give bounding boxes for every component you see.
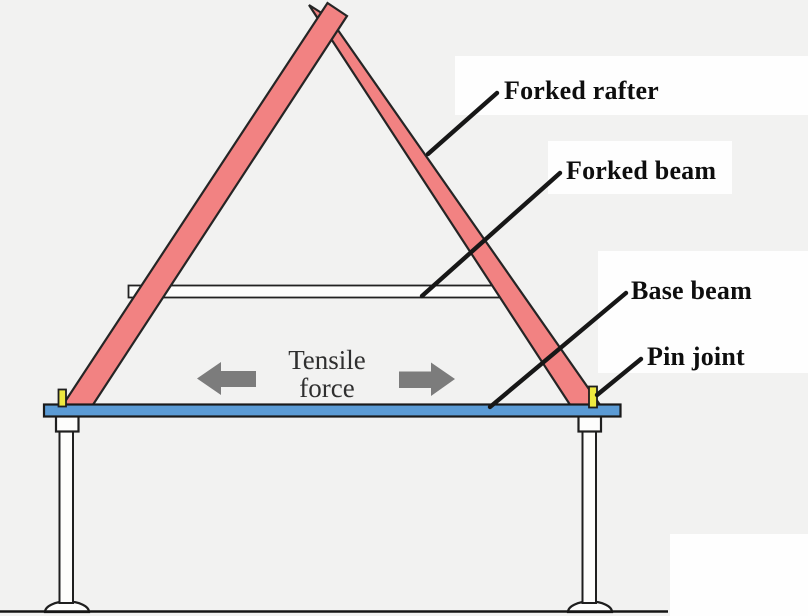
forked-rafter-leader-line: [425, 90, 500, 157]
forked-rafter-label: Forked rafter: [504, 76, 659, 105]
right-arrow-icon: [399, 362, 455, 396]
label-backdrop: [455, 56, 808, 115]
base-beam-member: [42, 403, 622, 418]
base-beam-leader-line: [487, 290, 629, 410]
right-post-cap: [577, 414, 603, 433]
right-post: [581, 430, 597, 604]
left-post-cap: [54, 414, 80, 433]
left-post: [58, 430, 74, 604]
right-pin-joint: [588, 385, 598, 409]
forked-beam-member: [127, 284, 504, 299]
base-beam-label: Base beam: [631, 276, 752, 305]
forked-beam-leader-line: [419, 170, 563, 299]
tensile-force-line1: Tensile: [288, 345, 366, 375]
label-backdrop: [670, 534, 808, 616]
left-arrow-icon: [197, 362, 256, 395]
label-backdrop: [598, 251, 808, 373]
tensile-force-line2: force: [299, 373, 355, 403]
forked-beam-label: Forked beam: [566, 156, 717, 185]
label-backdrop: [548, 141, 732, 194]
tensile-force-label: Tensile force: [252, 346, 402, 402]
pin-joint-label: Pin joint: [647, 342, 745, 371]
left-pin-joint: [57, 388, 67, 408]
pin-joint-leader-line: [594, 356, 644, 398]
